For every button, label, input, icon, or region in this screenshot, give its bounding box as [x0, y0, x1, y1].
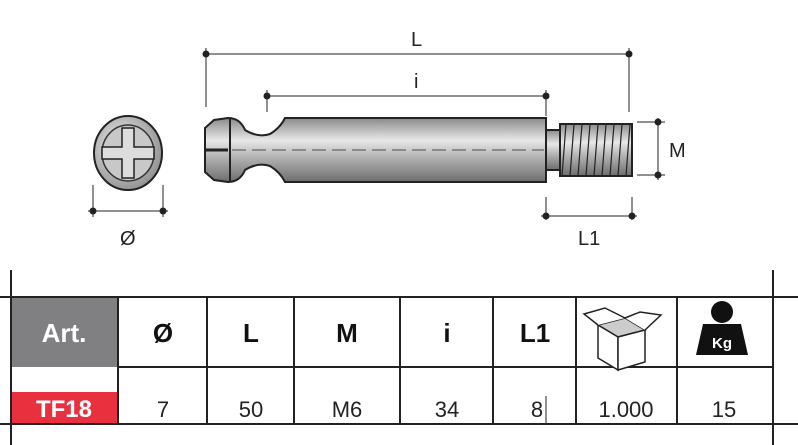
header-diameter: Ø: [153, 318, 173, 348]
diameter-dimension: [88, 185, 168, 217]
art-badge: [11, 392, 118, 424]
svg-text:Kg: Kg: [712, 335, 732, 352]
thread-label: M: [669, 140, 686, 162]
inner-length-label: i: [414, 71, 418, 93]
value-diameter: 7: [157, 397, 169, 422]
cam-bolt-side-view: [204, 116, 633, 184]
header-thread: M: [336, 318, 358, 348]
box-icon: [582, 307, 663, 372]
thread-length-label: L1: [578, 228, 600, 250]
dimension-lines: [202, 48, 665, 220]
spec-table: Art. Ø L M i L1 Kg TF18 7 50 M6 34 8 1.0…: [0, 270, 798, 445]
header-thread-length: L1: [520, 318, 550, 348]
art-header-cell: [11, 298, 118, 367]
value-inner-length: 34: [435, 397, 459, 422]
header-art: Art.: [42, 318, 87, 348]
value-thread: M6: [332, 397, 363, 422]
art-code: TF18: [36, 396, 92, 423]
value-weight: 15: [712, 397, 736, 422]
weight-kg-icon: Kg: [696, 301, 748, 355]
value-pack-quantity: 1.000: [598, 397, 653, 422]
header-length: L: [243, 318, 259, 348]
screw-head-end-view: [93, 115, 163, 191]
value-thread-length: 8: [531, 397, 543, 422]
diameter-label: Ø: [120, 228, 136, 250]
value-length: 50: [239, 397, 263, 422]
length-label: L: [411, 29, 422, 51]
header-inner-length: i: [443, 318, 450, 348]
